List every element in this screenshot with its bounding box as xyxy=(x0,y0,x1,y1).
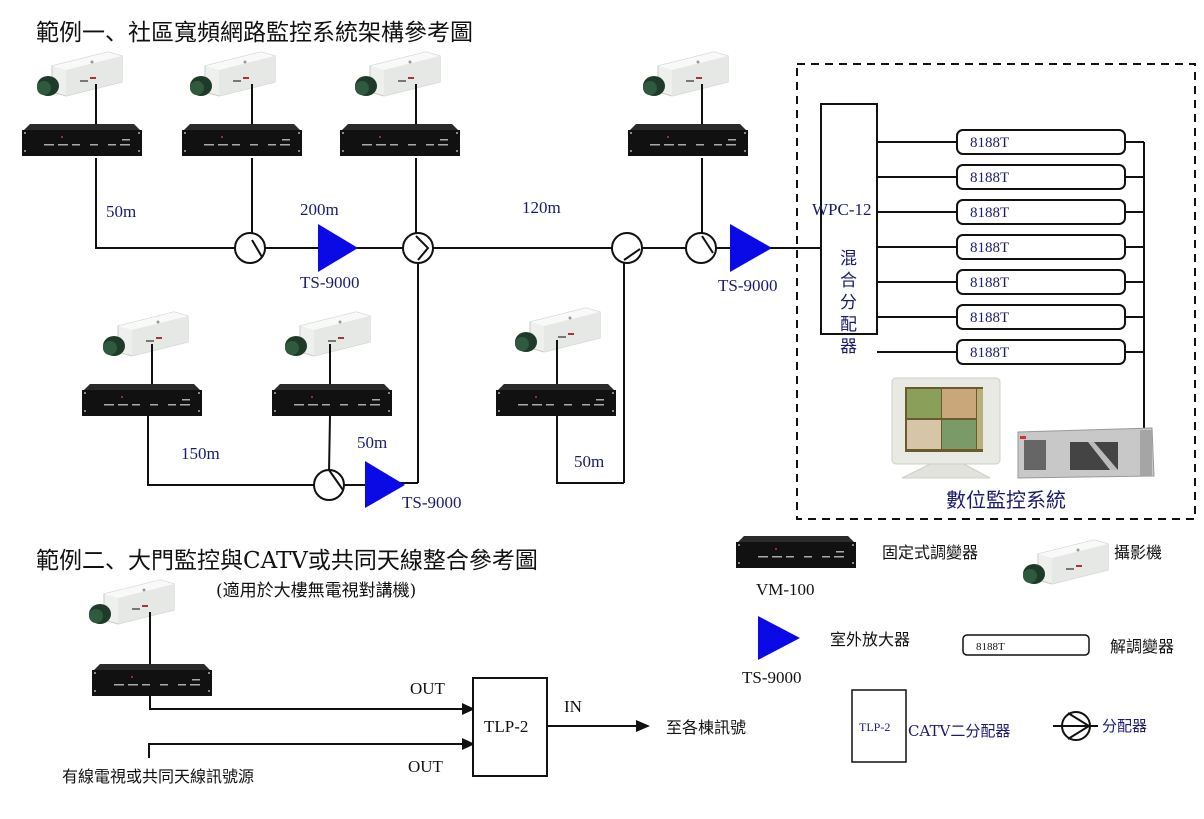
combiner-label: TLP-2 xyxy=(484,717,528,736)
distance-label: 50m xyxy=(357,433,387,452)
modulator-icon xyxy=(92,664,212,696)
legend-combiner-box: TLP-2 xyxy=(859,720,890,734)
example1-title: 範例一、社區寬頻網路監控系統架構參考圖 xyxy=(36,20,473,46)
mixer-model-label: WPC-12 xyxy=(812,200,872,219)
legend-demodulator-label: 解調變器 xyxy=(1110,637,1174,656)
modulator-icon xyxy=(340,124,460,156)
demodulator-label: 8188T xyxy=(970,135,1009,151)
demodulator-row[interactable]: 8188T xyxy=(877,129,1144,155)
camera-node-3[interactable] xyxy=(340,51,460,156)
splitter-icon xyxy=(234,232,266,264)
out-label: OUT xyxy=(410,679,446,698)
legend-combiner-label: CATV二分配器 xyxy=(908,722,1010,740)
demodulator-icon xyxy=(962,634,1090,656)
example2-wires xyxy=(148,696,650,758)
demodulator-label: 8188T xyxy=(970,310,1009,326)
amplifier-model-label: TS-9000 xyxy=(300,273,360,292)
camera-icon xyxy=(36,51,123,97)
camera-icon xyxy=(189,51,276,97)
demodulator-row[interactable]: 8188T xyxy=(877,164,1144,190)
distance-label: 50m xyxy=(106,202,136,221)
mixer-name-char: 分 xyxy=(840,293,857,313)
modulator-icon xyxy=(496,384,616,416)
camera-icon xyxy=(284,311,371,357)
legend-amplifier-model: TS-9000 xyxy=(742,668,802,687)
mixer-name-char: 混 xyxy=(840,249,857,269)
camera-icon xyxy=(102,311,189,357)
mixer-name-char: 配 xyxy=(840,315,857,335)
splitter-icon xyxy=(685,232,717,264)
demodulator-label: 8188T xyxy=(970,275,1009,291)
dvr-system-boundary xyxy=(796,63,1196,520)
signal-source-label: 有線電視或共同天線訊號源 xyxy=(62,767,254,786)
camera-node-4[interactable] xyxy=(628,51,748,156)
camera-node-6[interactable] xyxy=(272,311,392,416)
legend-modulator-label: 固定式調變器 xyxy=(882,543,978,562)
modulator-icon xyxy=(628,124,748,156)
camera-icon xyxy=(1022,539,1109,585)
modulator-icon xyxy=(82,384,202,416)
demodulator-list: 8188T 8188T 8188T 8188T 8188T 8188T 8188T xyxy=(877,129,1144,365)
modulator-icon xyxy=(272,384,392,416)
legend-camera-label: 攝影機 xyxy=(1114,543,1162,562)
amplifier-icon xyxy=(365,461,405,508)
camera-icon xyxy=(88,579,175,625)
example2-title: 範例二、大門監控與CATV或共同天線整合參考圖 xyxy=(36,548,538,574)
in-label: IN xyxy=(564,697,582,716)
camera-icon xyxy=(642,51,729,97)
demodulator-row[interactable]: 8188T xyxy=(877,339,1144,365)
splitter-icon xyxy=(402,232,434,264)
distance-label: 120m xyxy=(522,198,561,217)
demodulator-label: 8188T xyxy=(970,240,1009,256)
monitor-icon xyxy=(891,377,1001,479)
demodulator-label: 8188T xyxy=(970,345,1009,361)
camera-icon xyxy=(354,51,441,97)
camera-node-1[interactable] xyxy=(22,51,142,156)
demodulator-row[interactable]: 8188T xyxy=(877,304,1144,330)
modulator-icon xyxy=(22,124,142,156)
legend-demodulator-box: 8188T xyxy=(976,641,1005,653)
distance-label: 50m xyxy=(574,452,604,471)
legend-splitter-label: 分配器 xyxy=(1102,717,1147,735)
dvr-computer-icon xyxy=(1017,427,1155,479)
demodulator-label: 8188T xyxy=(970,170,1009,186)
dvr-system-label: 數位監控系統 xyxy=(946,488,1066,512)
splitter-icon xyxy=(1053,711,1098,741)
mixer-name-char: 器 xyxy=(840,337,857,357)
destination-label: 至各棟訊號 xyxy=(666,718,746,737)
modulator-icon xyxy=(182,124,302,156)
demodulator-label: 8188T xyxy=(970,205,1009,221)
distance-label: 150m xyxy=(181,444,220,463)
combiner-tlp2[interactable]: TLP-2 xyxy=(472,677,548,777)
amplifier-icon xyxy=(730,224,772,272)
legend-modulator-model: VM-100 xyxy=(756,580,815,599)
example2-subtitle: (適用於大樓無電視對講機) xyxy=(216,581,416,601)
splitter-icon xyxy=(313,469,345,501)
camera-node-7[interactable] xyxy=(496,307,616,416)
camera-node-5[interactable] xyxy=(82,311,202,416)
amplifier-model-label: TS-9000 xyxy=(402,493,462,512)
mixer-name-char: 合 xyxy=(840,271,857,291)
out-label: OUT xyxy=(408,757,444,776)
amplifier-icon xyxy=(318,224,358,272)
camera-node-2[interactable] xyxy=(182,51,302,156)
legend-amplifier-label: 室外放大器 xyxy=(830,630,910,649)
gate-camera-node[interactable] xyxy=(88,579,212,696)
splitter-icon xyxy=(611,232,643,264)
mixer-splitter[interactable]: WPC-12 混 合 分 配 器 xyxy=(812,103,878,357)
combiner-icon xyxy=(851,689,907,763)
amplifier-icon xyxy=(758,616,800,660)
modulator-icon xyxy=(736,536,856,568)
demodulator-row[interactable]: 8188T xyxy=(877,269,1144,295)
demodulator-row[interactable]: 8188T xyxy=(877,234,1144,260)
amplifier-model-label: TS-9000 xyxy=(718,276,778,295)
legend: 固定式調變器 VM-100 攝影機 室外放大器 TS-9000 8188T 解調… xyxy=(736,536,1174,763)
demodulator-row[interactable]: 8188T xyxy=(877,199,1144,225)
trunk-wires xyxy=(95,158,820,483)
distance-label: 200m xyxy=(300,200,339,219)
